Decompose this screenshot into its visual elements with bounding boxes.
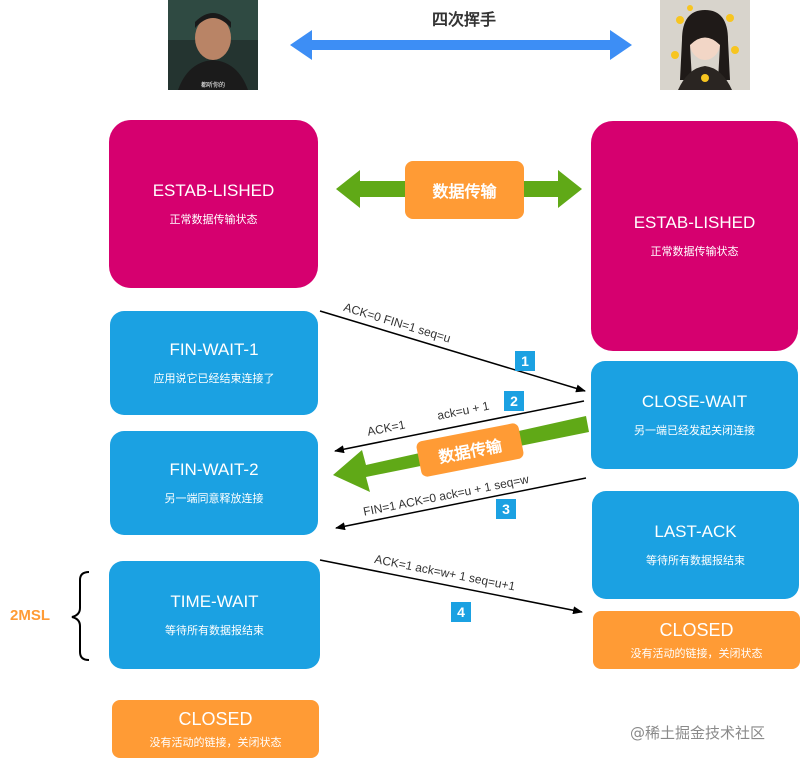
msl-bracket [71,571,90,661]
state-description: 没有活动的链接，关闭状态 [630,646,763,660]
client-state-established: ESTAB-LISHED 正常数据传输状态 [109,120,318,288]
state-description: 应用说它已经结束连接了 [153,372,275,385]
state-description: 等待所有数据报结束 [165,624,264,637]
client-state-fin-wait-2: FIN-WAIT-2 另一端同意释放连接 [110,431,318,535]
state-description: 正常数据传输状态 [650,245,739,258]
message-4-number: 4 [451,602,471,622]
state-name: CLOSED [178,708,253,729]
client-state-closed: CLOSED 没有活动的链接，关闭状态 [112,700,319,758]
title-double-arrow [290,30,632,60]
message-1-arrow [319,310,586,393]
message-1-number: 1 [515,351,535,371]
state-name: ESTAB-LISHED [152,181,275,200]
state-description: 另一端已经发起关闭连接 [634,424,755,437]
data-transfer-badge: 数据传输 [405,161,524,219]
state-name: TIME-WAIT [170,592,259,611]
state-name: LAST-ACK [654,522,737,541]
state-name: ESTAB-LISHED [633,213,756,232]
state-description: 没有活动的链接，关闭状态 [149,735,282,749]
server-state-last-ack: LAST-ACK 等待所有数据报结束 [592,491,799,599]
state-description: 等待所有数据报结束 [646,554,745,567]
state-name: CLOSE-WAIT [641,392,748,411]
watermark: @稀土掘金技术社区 [630,724,766,742]
server-state-close-wait: CLOSE-WAIT 另一端已经发起关闭连接 [591,361,798,469]
data-transfer-label-2: 数据传输 [437,436,504,467]
client-state-time-wait: TIME-WAIT 等待所有数据报结束 [109,561,320,669]
diagram-title: 四次挥手 [432,10,497,29]
message-3-arrow [335,477,587,531]
state-name: FIN-WAIT-2 [169,460,259,479]
message-4-arrow [319,559,583,615]
server-state-established: ESTAB-LISHED 正常数据传输状态 [591,121,798,351]
server-avatar [660,0,750,90]
client-state-fin-wait-1: FIN-WAIT-1 应用说它已经结束连接了 [110,311,318,415]
data-transfer-label: 数据传输 [432,182,497,201]
message-2-number: 2 [504,391,524,411]
state-name: FIN-WAIT-1 [169,340,259,359]
state-description: 另一端同意释放连接 [164,492,264,505]
message-2-arrow [334,400,585,454]
msl-label: 2MSL [10,607,51,624]
message-3-number: 3 [496,499,516,519]
state-description: 正常数据传输状态 [169,213,258,226]
client-avatar-caption: 都听你的 [200,82,225,89]
state-name: CLOSED [659,619,734,640]
client-avatar: 都听你的 [168,0,258,90]
server-state-closed: CLOSED 没有活动的链接，关闭状态 [593,611,800,669]
